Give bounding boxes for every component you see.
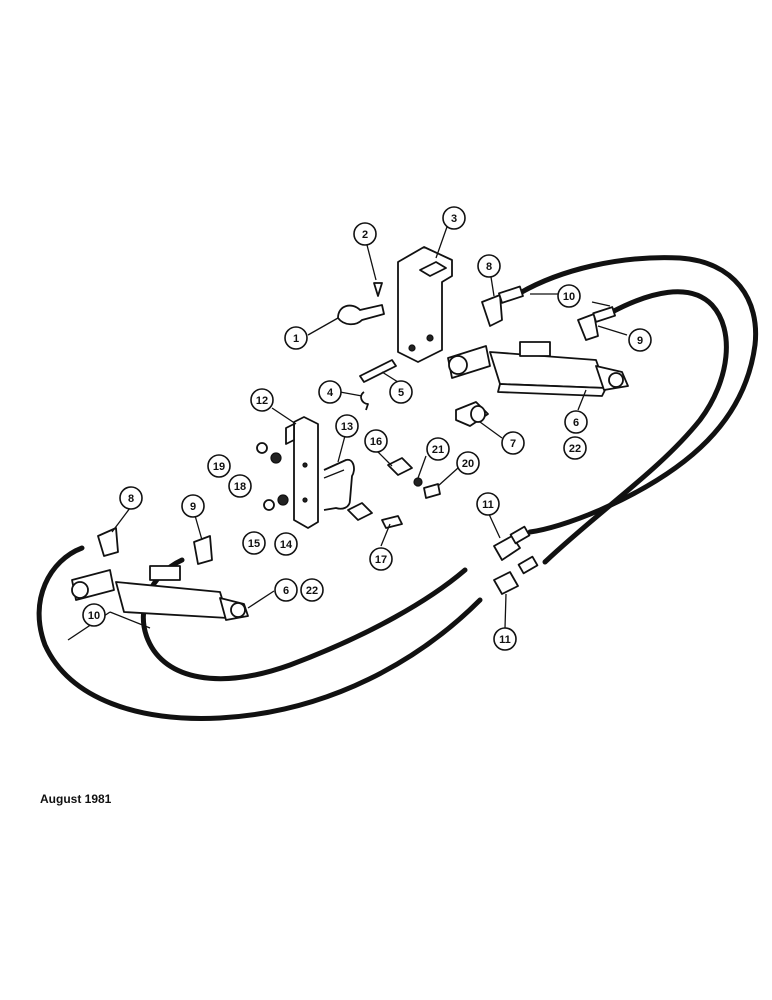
bent-pin-part bbox=[337, 304, 385, 326]
svg-text:19: 19 bbox=[213, 461, 225, 473]
callout-21: 21 bbox=[426, 437, 450, 461]
nut-19 bbox=[256, 442, 268, 454]
bolt-20-part bbox=[423, 483, 441, 499]
callout-18: 18 bbox=[228, 474, 252, 498]
callout-6-upper: 6 bbox=[564, 410, 588, 434]
svg-text:3: 3 bbox=[451, 213, 457, 225]
svg-text:2: 2 bbox=[362, 229, 368, 241]
pin-part bbox=[359, 359, 397, 383]
callout-19: 19 bbox=[207, 454, 231, 478]
callout-14: 14 bbox=[274, 532, 298, 556]
mounting-post-part bbox=[285, 416, 319, 529]
svg-text:10: 10 bbox=[563, 291, 575, 303]
svg-text:16: 16 bbox=[370, 436, 382, 448]
svg-text:6: 6 bbox=[283, 585, 289, 597]
svg-text:17: 17 bbox=[375, 554, 387, 566]
callout-6-lower: 6 bbox=[274, 578, 298, 602]
callout-22-upper: 22 bbox=[563, 436, 587, 460]
svg-text:7: 7 bbox=[510, 438, 516, 450]
svg-text:1: 1 bbox=[293, 333, 299, 345]
svg-text:22: 22 bbox=[306, 585, 318, 597]
bolt-17-part bbox=[381, 515, 403, 529]
hydraulic-cylinder-right bbox=[447, 341, 629, 397]
tee-fitting-upper bbox=[493, 525, 531, 561]
hose-left-inner bbox=[140, 557, 468, 682]
svg-text:6: 6 bbox=[573, 417, 579, 429]
nut-14 bbox=[277, 494, 289, 506]
svg-text:14: 14 bbox=[280, 539, 293, 551]
nut-18 bbox=[270, 452, 282, 464]
washer-21-part bbox=[413, 477, 423, 487]
hydraulic-cylinder-left bbox=[71, 565, 249, 621]
callout-5: 5 bbox=[389, 380, 413, 404]
elbow-fitting-9-upper bbox=[577, 306, 616, 341]
hose-outer-upper bbox=[517, 255, 759, 535]
elbow-fitting-9-lower bbox=[193, 535, 213, 565]
svg-text:15: 15 bbox=[248, 538, 260, 550]
callout-4: 4 bbox=[318, 380, 342, 404]
callout-1: 1 bbox=[284, 326, 308, 350]
clamp-plates-part bbox=[347, 457, 413, 521]
tee-fitting-lower bbox=[493, 555, 539, 595]
clip-part bbox=[360, 391, 369, 411]
callout-16: 16 bbox=[364, 429, 388, 453]
u-bolt-part bbox=[323, 458, 355, 511]
nut-15 bbox=[263, 499, 275, 511]
svg-text:13: 13 bbox=[341, 421, 353, 433]
hose-inner-upper bbox=[542, 289, 729, 565]
svg-text:18: 18 bbox=[234, 481, 246, 493]
svg-text:20: 20 bbox=[462, 458, 474, 470]
elbow-fitting-8-lower bbox=[97, 527, 119, 557]
callout-17: 17 bbox=[369, 547, 393, 571]
hose-left-outer bbox=[36, 545, 483, 721]
svg-text:4: 4 bbox=[327, 387, 334, 399]
svg-text:5: 5 bbox=[398, 387, 404, 399]
svg-text:22: 22 bbox=[569, 443, 581, 455]
svg-text:8: 8 bbox=[128, 493, 134, 505]
cotter-pin-part bbox=[373, 282, 383, 297]
callout-7: 7 bbox=[501, 431, 525, 455]
callout-9-lower: 9 bbox=[181, 494, 205, 518]
callout-10-upper: 10 bbox=[557, 284, 581, 308]
svg-text:8: 8 bbox=[486, 261, 492, 273]
bushing-part bbox=[455, 401, 489, 427]
callout-10-lower: 10 bbox=[82, 603, 106, 627]
svg-text:9: 9 bbox=[190, 501, 196, 513]
svg-text:11: 11 bbox=[499, 634, 511, 646]
svg-text:10: 10 bbox=[88, 610, 100, 622]
callout-8-lower: 8 bbox=[119, 486, 143, 510]
callout-22-lower: 22 bbox=[300, 578, 324, 602]
callout-13: 13 bbox=[335, 414, 359, 438]
callout-11-upper: 11 bbox=[476, 492, 500, 516]
callout-8-upper: 8 bbox=[477, 254, 501, 278]
svg-text:9: 9 bbox=[637, 335, 643, 347]
footer-date: August 1981 bbox=[40, 792, 112, 806]
svg-text:11: 11 bbox=[482, 499, 494, 511]
callout-20: 20 bbox=[456, 451, 480, 475]
elbow-fitting-8-upper bbox=[481, 285, 524, 327]
svg-text:12: 12 bbox=[256, 395, 268, 407]
callout-12: 12 bbox=[250, 388, 274, 412]
callout-3: 3 bbox=[442, 206, 466, 230]
bracket-part bbox=[397, 246, 453, 363]
callout-2: 2 bbox=[353, 222, 377, 246]
callout-15: 15 bbox=[242, 531, 266, 555]
leader-lines bbox=[67, 223, 628, 641]
callout-11-lower: 11 bbox=[493, 627, 517, 651]
callout-9-upper: 9 bbox=[628, 328, 652, 352]
svg-text:21: 21 bbox=[432, 444, 444, 456]
